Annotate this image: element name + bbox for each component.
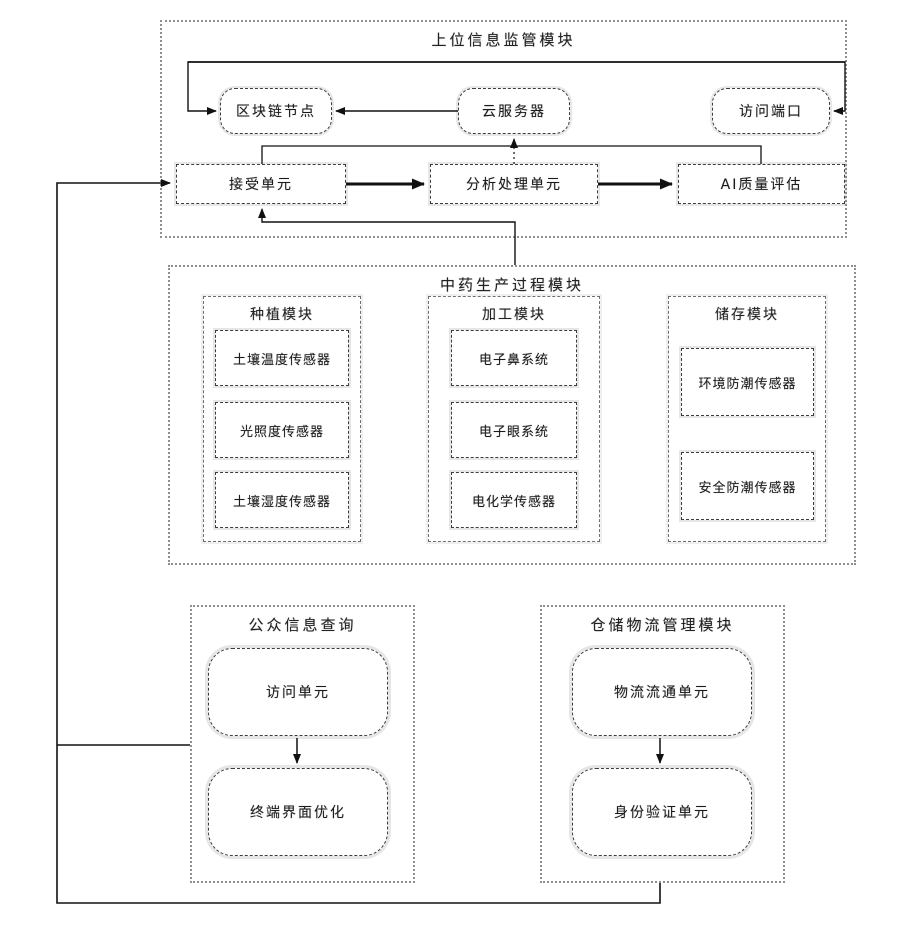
node-blockchain: 区块链节点 xyxy=(220,88,332,134)
sensor-safety-moisture-label: 安全防潮传感器 xyxy=(698,480,797,496)
unit-analysis-processing-label: 分析处理单元 xyxy=(466,177,562,193)
submodule-processing-title: 加工模块 xyxy=(482,307,546,323)
sensor-soil-temperature-label: 土壤温度传感器 xyxy=(232,352,331,368)
sensor-env-moisture-label: 环境防潮传感器 xyxy=(698,376,797,392)
node-access-port-label: 访问端口 xyxy=(739,104,803,120)
unit-identity-verification: 身份验证单元 xyxy=(572,768,752,856)
unit-identity-verification-label: 身份验证单元 xyxy=(614,805,710,821)
unit-receive-label: 接受单元 xyxy=(229,177,293,193)
sensor-electrochemical-label: 电化学传感器 xyxy=(471,494,556,510)
unit-access: 访问单元 xyxy=(208,648,388,736)
submodule-storage-title: 储存模块 xyxy=(715,307,779,323)
sensor-safety-moisture: 安全防潮传感器 xyxy=(681,452,814,520)
unit-ai-quality-eval: AI质量评估 xyxy=(678,164,845,204)
node-blockchain-label: 区块链节点 xyxy=(236,104,316,120)
unit-receive: 接受单元 xyxy=(176,164,346,204)
unit-ai-quality-eval-label: AI质量评估 xyxy=(720,177,803,193)
sensor-light-intensity-label: 光照度传感器 xyxy=(239,424,324,440)
module-public-query-title: 公众信息查询 xyxy=(248,616,357,634)
system-electronic-nose: 电子鼻系统 xyxy=(451,330,577,386)
sensor-soil-humidity-label: 土壤湿度传感器 xyxy=(232,494,331,510)
system-electronic-eye-label: 电子眼系统 xyxy=(478,424,549,440)
sensor-light-intensity: 光照度传感器 xyxy=(215,402,349,458)
system-electronic-nose-label: 电子鼻系统 xyxy=(478,352,549,368)
node-cloud-server: 云服务器 xyxy=(458,88,570,134)
unit-terminal-ui-optimization: 终端界面优化 xyxy=(208,768,388,856)
system-electronic-eye: 电子眼系统 xyxy=(451,402,577,458)
sensor-electrochemical: 电化学传感器 xyxy=(451,472,577,528)
module-logistics-title: 仓储物流管理模块 xyxy=(590,616,735,634)
unit-terminal-ui-optimization-label: 终端界面优化 xyxy=(250,805,346,821)
node-access-port: 访问端口 xyxy=(712,88,830,134)
module-supervision-title: 上位信息监管模块 xyxy=(431,31,576,49)
unit-analysis-processing: 分析处理单元 xyxy=(430,164,598,204)
sensor-soil-temperature: 土壤温度传感器 xyxy=(215,330,349,386)
node-cloud-server-label: 云服务器 xyxy=(482,104,546,120)
sensor-soil-humidity: 土壤湿度传感器 xyxy=(215,472,349,528)
unit-logistics-circulation: 物流流通单元 xyxy=(572,648,752,736)
unit-logistics-circulation-label: 物流流通单元 xyxy=(614,685,710,701)
submodule-planting-title: 种植模块 xyxy=(250,307,314,323)
sensor-env-moisture: 环境防潮传感器 xyxy=(681,348,814,416)
module-production-title: 中药生产过程模块 xyxy=(439,276,584,294)
unit-access-label: 访问单元 xyxy=(266,685,330,701)
